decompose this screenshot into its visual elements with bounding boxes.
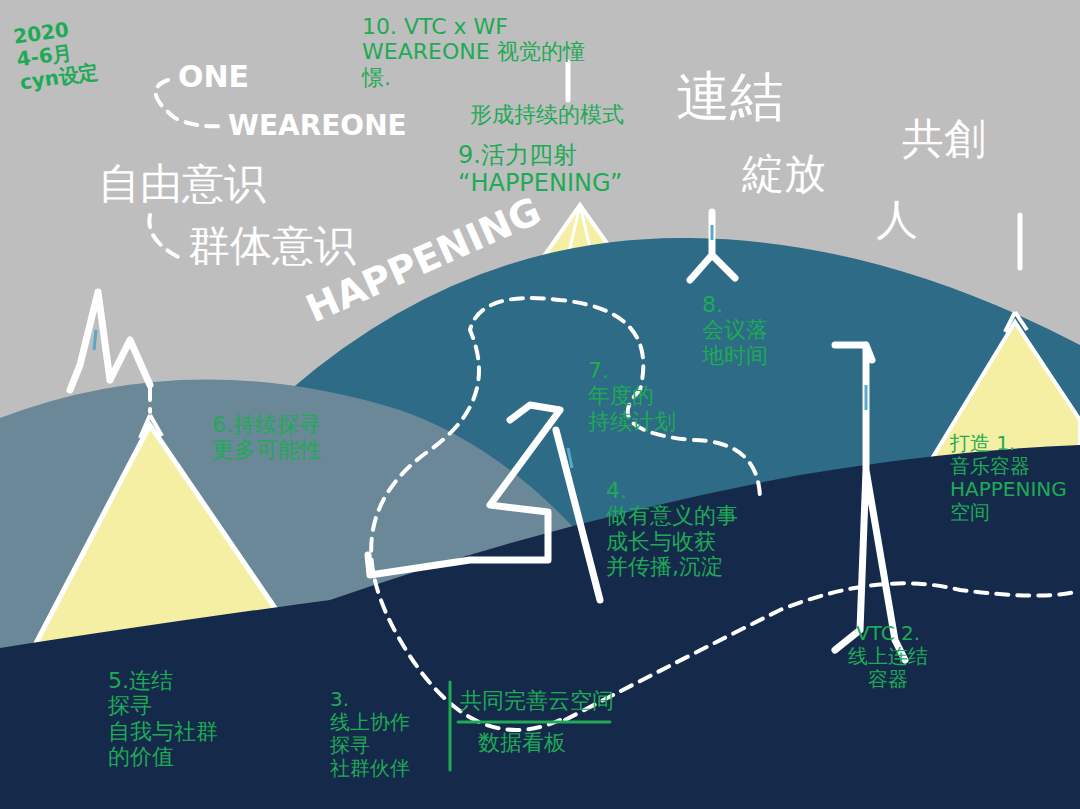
tent-pole	[140, 415, 162, 438]
big-word: 自由意识	[98, 160, 266, 208]
hill	[0, 445, 1080, 809]
dashed-path	[149, 80, 1075, 730]
tent-pole	[1005, 312, 1027, 332]
callout-text: 4.做有意义的事 成长与收获 并传播,沉淀	[606, 478, 738, 579]
accent	[94, 330, 96, 350]
bracket	[449, 682, 452, 770]
callout-text: 7. 年度的 持续计划	[588, 358, 676, 434]
big-word: ONE	[178, 60, 249, 95]
big-word: WEAREONE	[228, 110, 407, 142]
dashed-path	[149, 215, 180, 258]
big-word: 連結	[676, 66, 784, 128]
stroke	[1018, 215, 1023, 268]
accent	[568, 448, 572, 468]
accent	[865, 385, 868, 410]
standing-figure	[835, 345, 905, 660]
bracket	[458, 721, 610, 724]
dashed-path	[371, 298, 760, 730]
callout-text: VTC 2.线上连结 容器	[848, 622, 928, 691]
stroke	[566, 62, 571, 100]
accent	[711, 225, 714, 240]
big-word: 人	[876, 196, 918, 244]
walking-figure	[690, 212, 735, 280]
callout-text: 打造 1.音乐容器 HAPPENING 空间	[950, 432, 1067, 524]
big-word: 綻放	[742, 150, 826, 198]
callout-text: 数据看板	[478, 730, 566, 755]
callout-text: 8.会议落 地时间	[702, 292, 768, 368]
callout-text: 10. VTC x WF WEAREONE 视觉的憧憬.	[362, 14, 612, 90]
stroke	[568, 62, 1020, 268]
sitting-figure	[70, 292, 150, 390]
reclining-figure	[368, 405, 600, 600]
figure	[70, 212, 905, 660]
callout-text: 形成持续的模式	[470, 102, 624, 127]
callout-text: 6.持续探寻 更多可能性	[212, 412, 322, 463]
callout-text: 共同完善云空间	[460, 688, 614, 713]
callout-text: 3.线上协作 探寻 社群伙伴	[330, 688, 410, 780]
dashed-path	[148, 388, 152, 412]
callout-text: 9.活力四射 “HAPPENING”	[458, 142, 623, 197]
dashed-path	[565, 583, 1075, 720]
callout-text: 5.连结 探寻 自我与社群 的价值	[108, 668, 218, 769]
big-word: 共創	[902, 115, 986, 163]
big-word: 群体意识	[188, 222, 356, 270]
date-note: 2020 4-6月 cyn设定	[12, 15, 100, 94]
